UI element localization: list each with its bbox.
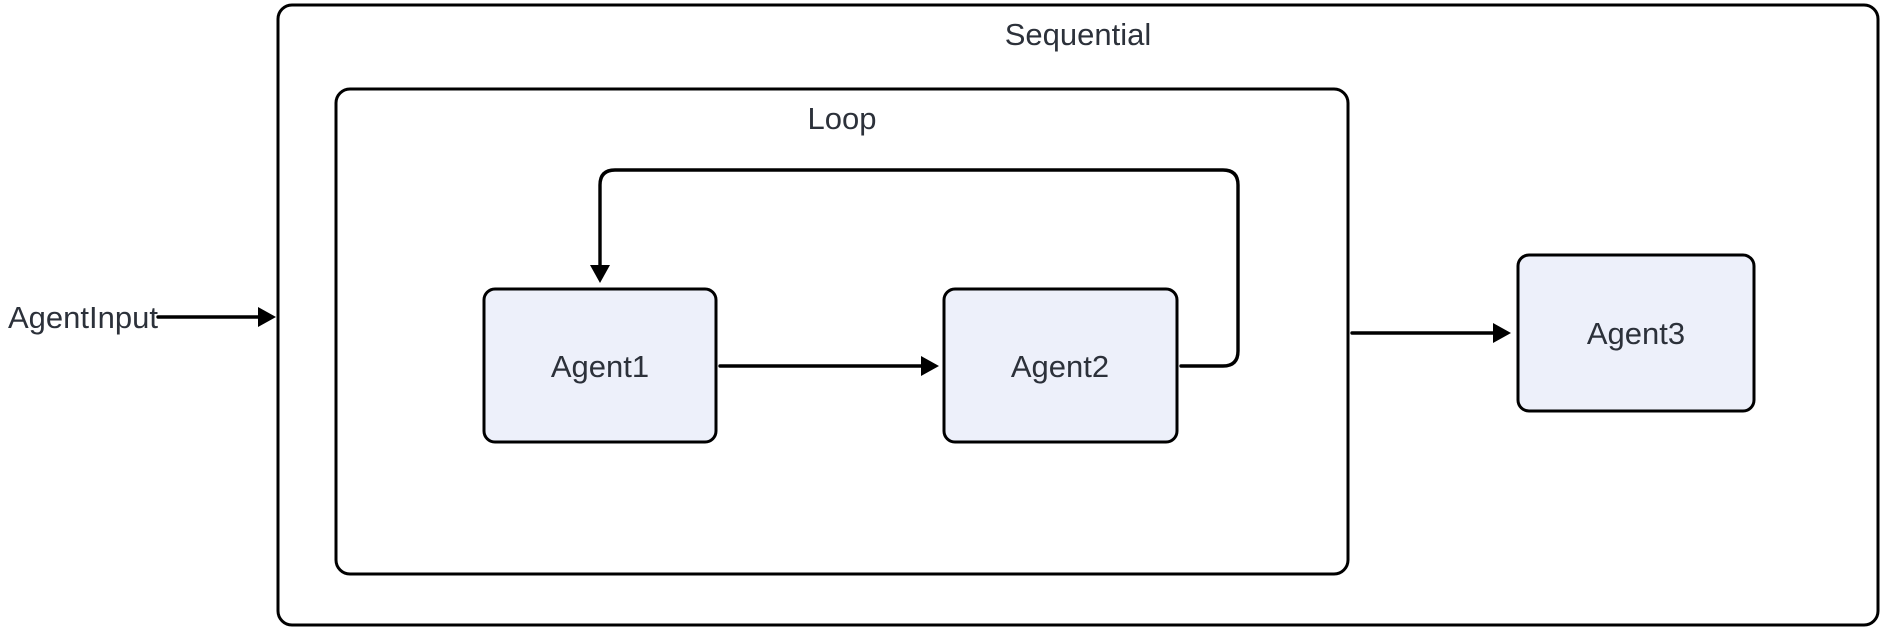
agent3-label: Agent3 xyxy=(1587,316,1685,351)
agent1-label: Agent1 xyxy=(551,349,649,384)
loop-container xyxy=(334,87,1350,576)
node-agent2: Agent2 xyxy=(942,287,1179,444)
loop-container-label: Loop xyxy=(808,101,877,136)
agent2-node xyxy=(942,287,1179,444)
agent1-node xyxy=(482,287,718,444)
agent2-label: Agent2 xyxy=(1011,349,1109,384)
node-agent3: Agent3 xyxy=(1516,253,1756,413)
edge-agent2-loopback-to-agent1 xyxy=(590,168,1240,368)
agent-input-label: AgentInput xyxy=(8,300,158,335)
agent3-node xyxy=(1516,253,1756,413)
sequential-container-label: Sequential xyxy=(1005,17,1152,52)
sequential-container xyxy=(276,3,1880,627)
node-agent1: Agent1 xyxy=(482,287,718,444)
